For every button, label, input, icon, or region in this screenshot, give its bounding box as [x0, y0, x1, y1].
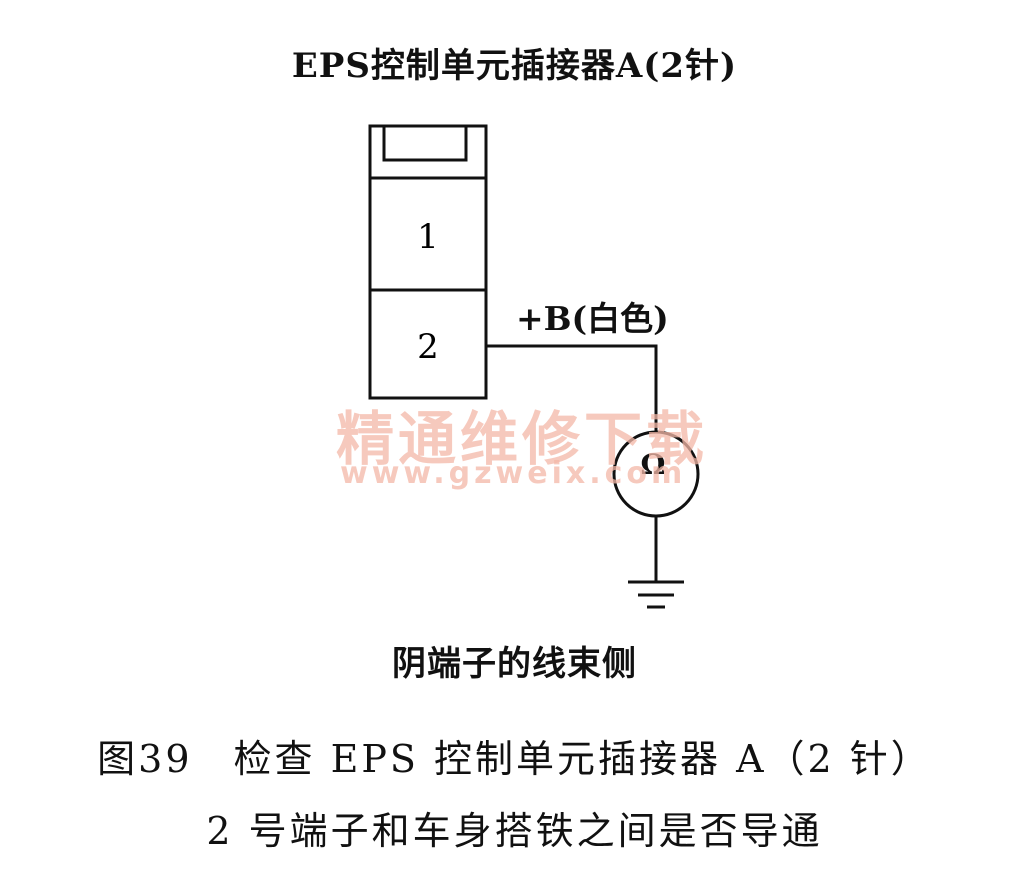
harness-side-label: 阴端子的线束侧 — [392, 644, 637, 684]
figure-caption-line-1: 图39 检查 EPS 控制单元插接器 A（2 针） — [97, 737, 932, 781]
pin-1-label: 1 — [417, 217, 439, 257]
pin-2-label: 2 — [417, 327, 439, 367]
figure-caption-line-2: 2 号端子和车身搭铁之间是否导通 — [206, 809, 823, 853]
ground-icon — [628, 580, 684, 609]
test-lead-wire — [486, 344, 658, 432]
wire-color-label: +B(白色) — [516, 299, 669, 338]
watermark-text: 精通维修下载 — [336, 405, 709, 473]
ohm-symbol: Ω — [640, 448, 666, 481]
watermark-url: www.gzweix.com — [340, 456, 687, 491]
diagram-title: EPS控制单元插接器A(2针) — [291, 46, 738, 86]
connector-lock-tab — [382, 124, 468, 162]
